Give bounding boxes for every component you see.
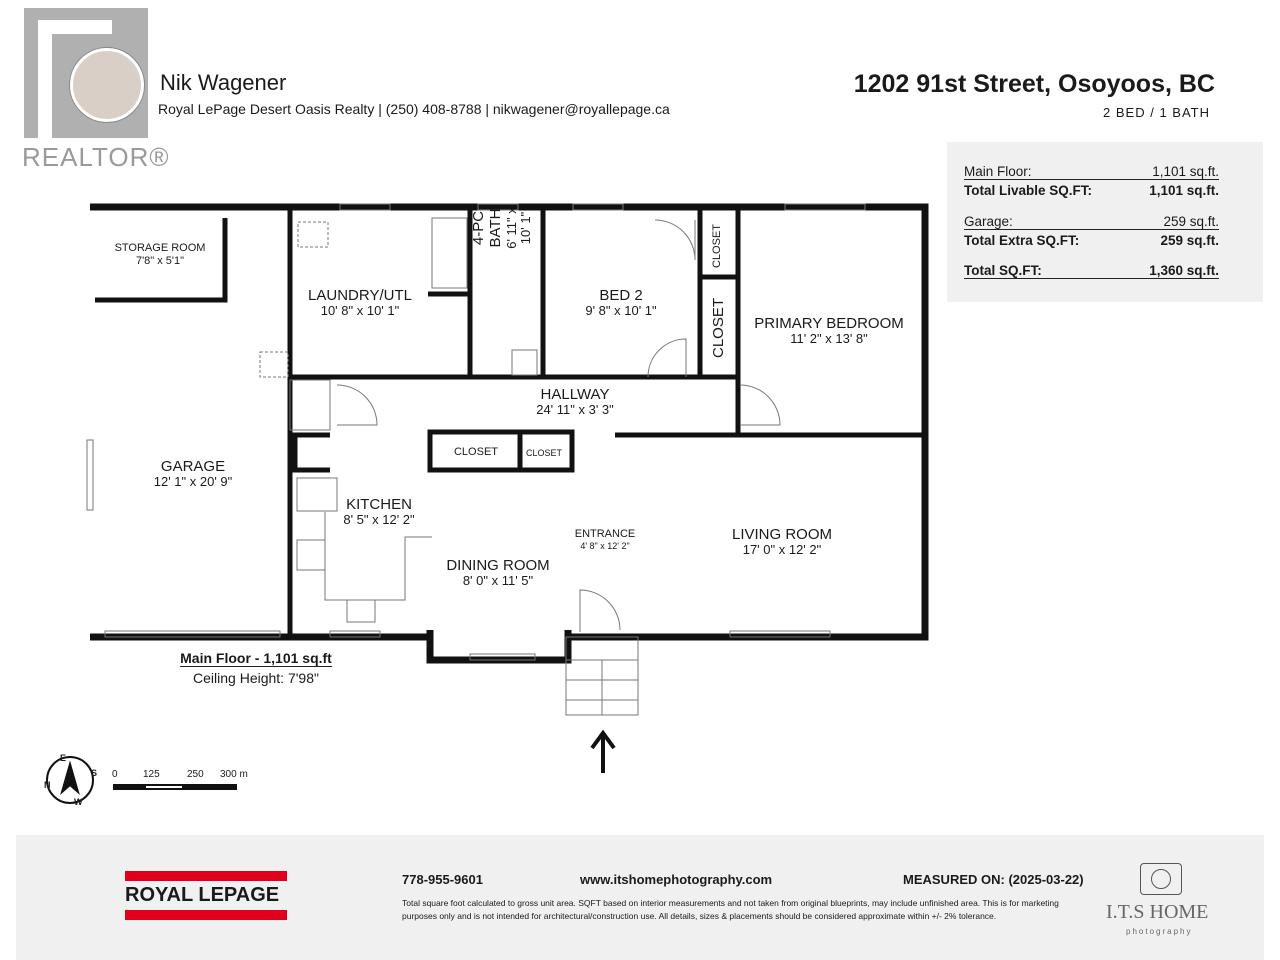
value: 259 sq.ft. <box>1163 214 1219 229</box>
area-stats-panel: Main Floor: 1,101 sq.ft. Total Livable SQ… <box>947 142 1263 302</box>
value: 1,101 sq.ft. <box>1152 164 1219 179</box>
label: Total Extra SQ.FT: <box>964 233 1080 248</box>
scale-tick-0: 0 <box>112 769 118 780</box>
room-name: 4-PC BATH <box>470 208 505 248</box>
camera-icon <box>1140 863 1182 895</box>
room-dim: 11' 2" x 13' 8" <box>790 331 868 347</box>
room-name: HALLWAY <box>540 386 610 403</box>
room-dim: 24' 11" x 3' 3" <box>536 402 614 418</box>
realtor-logo: REALTOR® <box>22 6 169 172</box>
compass-e: E <box>60 753 67 763</box>
room-dim: 7'8" x 5'1" <box>135 254 185 267</box>
beds-baths: 2 BED / 1 BATH <box>1103 105 1210 120</box>
room-dim: 8' 0" x 11' 5" <box>462 573 534 589</box>
room-closet-bed2: CLOSET <box>711 223 723 268</box>
total-extra-row: Total Extra SQ.FT: 259 sq.ft. <box>964 233 1219 248</box>
measured-date: MEASURED ON: (2025-03-22) <box>903 872 1084 887</box>
compass-w: W <box>74 797 83 807</box>
room-name: ENTRANCE <box>574 528 636 540</box>
main-floor-row: Main Floor: 1,101 sq.ft. <box>964 164 1219 180</box>
agent-contact: Royal LePage Desert Oasis Realty | (250)… <box>158 101 670 117</box>
realtor-wordmark: REALTOR® <box>22 142 170 172</box>
value: 259 sq.ft. <box>1160 233 1219 248</box>
room-dim: 6' 11" x 10' 1" <box>503 207 534 249</box>
entrance-arrow-icon <box>590 729 616 773</box>
room-name: KITCHEN <box>346 496 412 513</box>
room-dim: 12' 1" x 20' 9" <box>153 474 233 490</box>
room-name: LAUNDRY/UTL <box>308 287 412 304</box>
its-logo: I.T.S HOME <box>1106 901 1209 923</box>
label: Garage: <box>964 214 1013 229</box>
room-dim: 10' 8" x 10' 1" <box>320 303 400 319</box>
windows-doors <box>86 203 866 716</box>
scale-bar <box>113 784 237 790</box>
room-dim: 4' 8" x 12' 2" <box>580 540 630 551</box>
agent-avatar <box>70 48 144 122</box>
scale-tick-125: 125 <box>143 769 160 780</box>
disclaimer: Total square foot calculated to gross un… <box>402 898 1059 921</box>
room-closet-hall-2: CLOSET <box>525 448 563 458</box>
room-dim: 8' 5" x 12' 2" <box>343 512 415 528</box>
interior-walls <box>95 207 925 637</box>
its-sub: photography <box>1126 927 1193 936</box>
room-name: LIVING ROOM <box>731 526 833 543</box>
value: 1,360 sq.ft. <box>1149 263 1219 278</box>
room-name: DINING ROOM <box>446 557 550 574</box>
compass-s: S <box>91 768 98 778</box>
room-name: PRIMARY BEDROOM <box>754 315 904 332</box>
floor-title: Main Floor - 1,101 sq.ft <box>180 650 332 668</box>
brand-text: ROYAL LEPAGE <box>125 884 280 906</box>
scale-tick-300: 300 m <box>220 769 248 780</box>
room-name: STORAGE ROOM <box>114 242 206 254</box>
property-address: 1202 91st Street, Osoyoos, BC <box>853 70 1215 98</box>
compass-icon <box>46 756 94 804</box>
room-closet-primary: CLOSET <box>710 297 727 358</box>
footer-website[interactable]: www.itshomephotography.com <box>580 872 773 887</box>
agent-name: Nik Wagener <box>160 70 287 95</box>
compass-n: N <box>44 780 51 790</box>
total-row: Total SQ.FT: 1,360 sq.ft. <box>964 263 1219 279</box>
garage-row: Garage: 259 sq.ft. <box>964 214 1219 230</box>
room-closet-hall: CLOSET <box>453 446 499 458</box>
ceiling-height: Ceiling Height: 7'98" <box>193 670 319 687</box>
room-name: GARAGE <box>160 458 226 475</box>
scale-tick-250: 250 <box>187 769 204 780</box>
value: 1,101 sq.ft. <box>1149 183 1219 198</box>
label: Main Floor: <box>964 164 1032 179</box>
room-dim: 9' 8" x 10' 1" <box>585 303 657 319</box>
footer-phone: 778-955-9601 <box>402 872 483 887</box>
room-name: BED 2 <box>599 287 643 304</box>
total-livable-row: Total Livable SQ.FT: 1,101 sq.ft. <box>964 183 1219 198</box>
room-dim: 17' 0" x 12' 2" <box>742 542 822 558</box>
label: Total Livable SQ.FT: <box>964 183 1093 198</box>
royal-lepage-logo: ROYAL LEPAGE <box>125 871 287 920</box>
label: Total SQ.FT: <box>964 263 1042 278</box>
footer: ROYAL LEPAGE 778-955-9601 www.itshomepho… <box>16 835 1264 960</box>
